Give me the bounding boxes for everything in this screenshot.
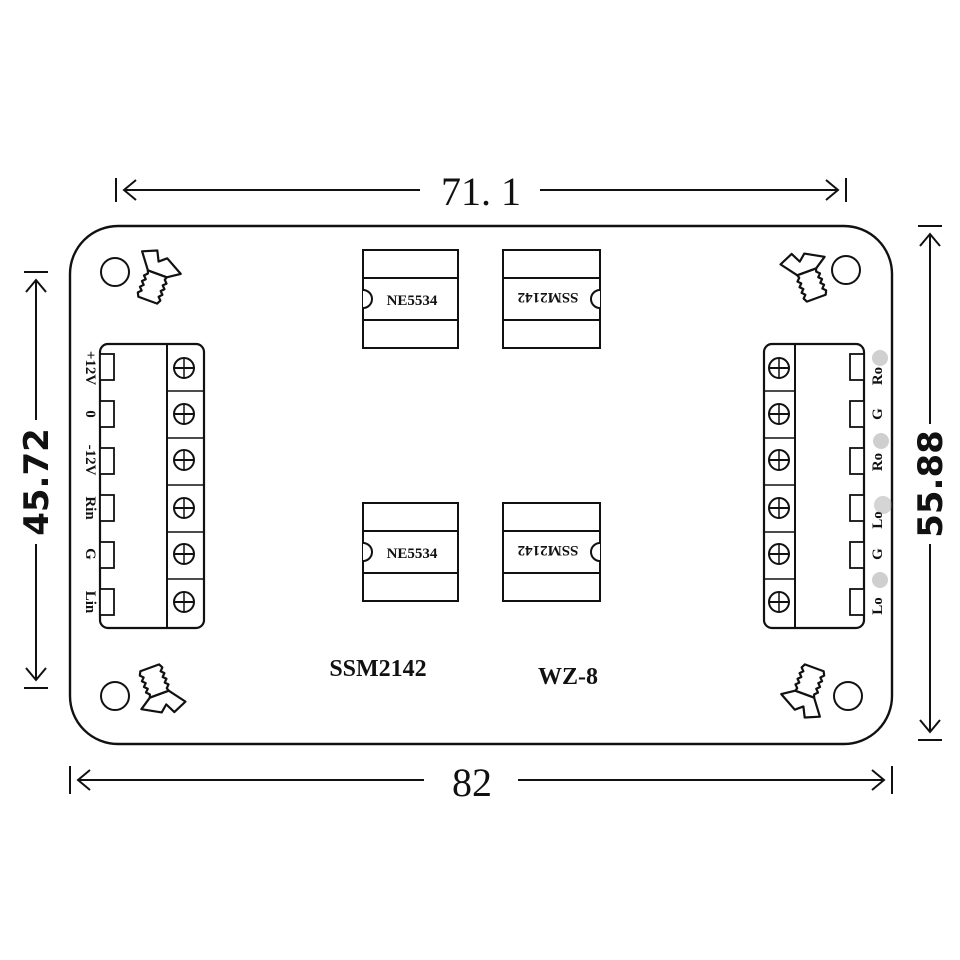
dimension-left-value: 45.72 [17, 428, 57, 536]
board-ic-label: SSM2142 [329, 656, 426, 682]
pin-label: Lo [870, 597, 886, 615]
mounting-hole-bottom-right [833, 681, 863, 711]
pin-label: -12V [82, 445, 98, 476]
pin-label: G [870, 548, 886, 560]
dimension-top: 71. 1 [115, 169, 847, 214]
terminal-block-right [762, 342, 866, 630]
pin-label: 0 [82, 410, 98, 418]
right-pin-labels: Ro G Ro Lo G Lo [870, 367, 886, 615]
pin-label: G [870, 408, 886, 420]
chip-label: SSM2142 [518, 542, 579, 558]
pcb-board-outline [68, 224, 894, 746]
dimension-left: 45.72 [17, 271, 57, 689]
pin-label: Lin [82, 591, 98, 614]
dimension-bottom: 82 [69, 760, 893, 805]
pin-label: G [82, 548, 98, 560]
label-smudges [872, 350, 892, 588]
chip-label: NE5534 [387, 546, 438, 562]
chip-label: SSM2142 [518, 289, 579, 305]
chip-ne5534-bottom: NE5534 [362, 502, 459, 602]
chip-ssm2142-bottom: SSM2142 [502, 502, 601, 602]
left-pin-labels: +12V 0 -12V Rin G Lin [82, 351, 98, 614]
chip-label: NE5534 [387, 293, 438, 309]
dimension-bottom-value: 82 [452, 760, 492, 805]
mounting-hole-bottom-left [100, 681, 130, 711]
pin-label: Lo [870, 511, 886, 529]
dimension-top-value: 71. 1 [441, 169, 521, 214]
board-model-label: WZ-8 [538, 664, 598, 690]
chip-ne5534-top: NE5534 [362, 249, 459, 349]
pin-label: Rin [82, 496, 98, 520]
pin-label: +12V [82, 351, 98, 386]
pin-label: Ro [870, 453, 886, 471]
pin-label: Ro [870, 367, 886, 385]
dimension-right-value: 55.88 [911, 430, 951, 538]
terminal-block-left [98, 342, 206, 630]
mounting-hole-top-right [831, 255, 861, 285]
chip-ssm2142-top: SSM2142 [502, 249, 601, 349]
mounting-hole-top-left [100, 257, 130, 287]
dimension-right: 55.88 [911, 225, 951, 741]
